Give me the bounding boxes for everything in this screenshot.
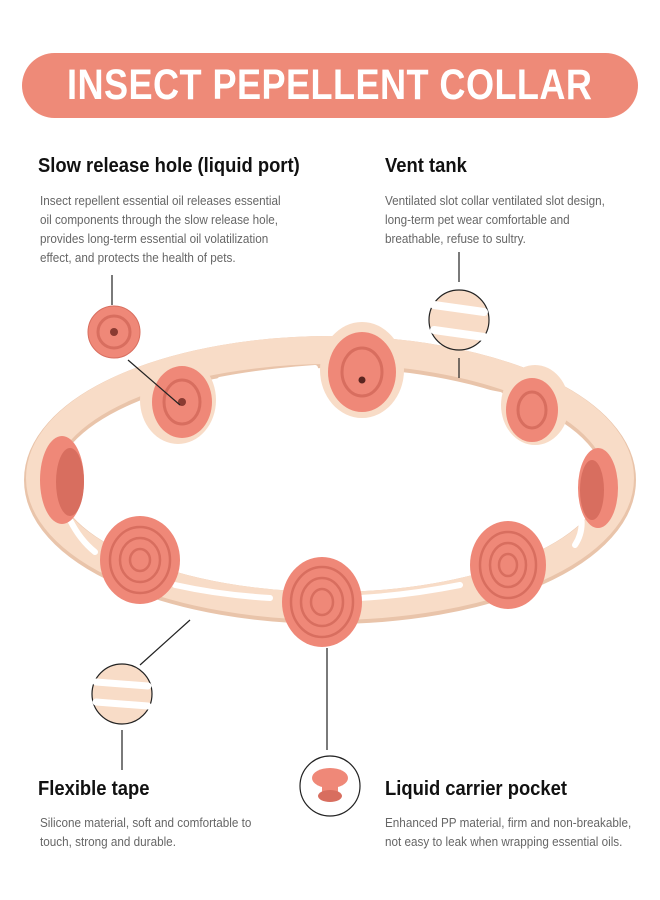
zoom-flexible-tape xyxy=(91,619,191,770)
pod-front-right xyxy=(470,521,546,609)
slow-release-line: Insect repellent essential oil releases … xyxy=(40,193,281,208)
slow-release-line: effect, and protects the health of pets. xyxy=(40,250,236,265)
liquid-pocket-line: not easy to leak when wrapping essential… xyxy=(385,834,623,849)
flexible-tape-description: Silicone material, soft and comfortable … xyxy=(40,813,251,851)
slow-release-heading: Slow release hole (liquid port) xyxy=(38,155,300,177)
vent-tank-line: long-term pet wear comfortable and xyxy=(385,212,570,227)
liquid-pocket-line: Enhanced PP material, firm and non-break… xyxy=(385,815,632,830)
banner-title: INSECT PEPELLENT COLLAR xyxy=(67,61,593,109)
pod-back-left xyxy=(140,356,216,444)
slow-release-line: provides long-term essential oil volatil… xyxy=(40,231,269,246)
liquid-pocket-heading: Liquid carrier pocket xyxy=(385,778,568,800)
slow-release-description: Insect repellent essential oil releases … xyxy=(40,191,281,267)
vent-tank-heading: Vent tank xyxy=(385,155,467,177)
zoom-vent-tank xyxy=(428,252,490,378)
slow-release-line: oil components through the slow release … xyxy=(40,212,279,227)
pod-side-left xyxy=(40,436,84,524)
zoom-liquid-pocket xyxy=(299,648,361,817)
pod-back-right xyxy=(501,365,569,445)
vent-tank-description: Ventilated slot collar ventilated slot d… xyxy=(385,191,605,248)
flexible-tape-line: Silicone material, soft and comfortable … xyxy=(40,815,252,830)
flexible-tape-heading: Flexible tape xyxy=(38,778,150,800)
zoom-slow-release-hole xyxy=(87,275,181,406)
pod-side-right xyxy=(578,448,618,528)
pod-front-left xyxy=(100,516,180,604)
pod-back-center xyxy=(320,322,404,418)
flexible-tape-line: touch, strong and durable. xyxy=(40,834,176,849)
vent-tank-line: Ventilated slot collar ventilated slot d… xyxy=(385,193,605,208)
pod-front-center xyxy=(282,557,362,647)
vent-tank-line: breathable, refuse to sultry. xyxy=(385,231,526,246)
title-banner: INSECT PEPELLENT COLLAR xyxy=(22,53,638,118)
liquid-pocket-description: Enhanced PP material, firm and non-break… xyxy=(385,813,631,851)
